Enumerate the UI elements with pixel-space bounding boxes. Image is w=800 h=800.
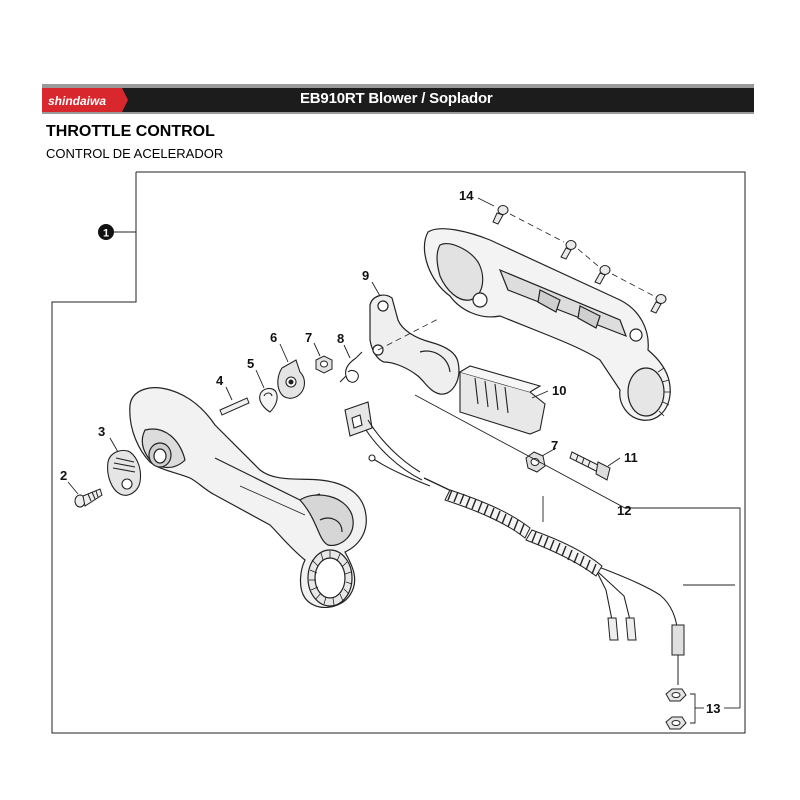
callout-7a: 7 <box>305 330 312 345</box>
handle-cover <box>423 228 671 421</box>
callout-5: 5 <box>247 356 254 371</box>
callout-10: 10 <box>552 383 566 398</box>
logo-text: shindaiwa <box>48 94 106 108</box>
callout-13: 13 <box>706 701 720 716</box>
header-bottom-line <box>42 112 754 114</box>
part-7-nut-upper <box>315 355 333 374</box>
header-title: EB910RT Blower / Soplador <box>300 90 493 107</box>
callout-2: 2 <box>60 468 67 483</box>
part-13-nuts <box>665 688 687 730</box>
assembly-badge-label: 1 <box>103 228 109 240</box>
diagram-frame <box>51 171 746 734</box>
handle-cover-knurl <box>657 367 671 417</box>
assembly-badge <box>98 224 114 240</box>
callout-labels: 2 3 4 5 6 7 8 9 10 7 11 12 13 14 <box>60 188 720 716</box>
callout-14: 14 <box>459 188 474 203</box>
screw-14-c <box>594 265 611 285</box>
harness-connectors <box>607 617 685 685</box>
part-2-screw <box>74 488 103 508</box>
harness-sleeve-coils <box>444 489 603 577</box>
callout-4: 4 <box>216 373 224 388</box>
callout-3: 3 <box>98 424 105 439</box>
header-band <box>42 88 754 112</box>
part-8-spring <box>339 351 363 383</box>
screw-axis-lines <box>377 213 655 351</box>
section-subtitle: CONTROL DE ACELERADOR <box>46 146 224 161</box>
part-5-bushing <box>259 387 278 413</box>
callout-7b: 7 <box>551 438 558 453</box>
nut-13-b <box>665 716 687 730</box>
part-11-bolt <box>569 451 611 481</box>
screw-14-b <box>560 240 577 260</box>
part-14-screws <box>492 205 667 314</box>
logo-badge <box>42 88 128 112</box>
header-top-line <box>42 84 754 88</box>
header-bar <box>42 84 754 114</box>
part-7-nut-lower <box>525 451 546 473</box>
handle-housing <box>129 387 367 608</box>
callout-11: 11 <box>624 450 638 465</box>
callout-8: 8 <box>337 331 344 346</box>
handle-wheel-knurl <box>309 551 353 606</box>
section-title: THROTTLE CONTROL <box>46 123 215 140</box>
screw-14-d <box>650 294 667 314</box>
harness-coil-marks <box>447 489 597 575</box>
part-9-throttle-trigger <box>369 294 460 395</box>
callout-9: 9 <box>362 268 369 283</box>
callout-6: 6 <box>270 330 277 345</box>
part-6-cam <box>277 359 306 399</box>
screw-14-a <box>492 205 509 225</box>
nut-13-a <box>665 688 687 702</box>
part-4-pin <box>219 397 250 416</box>
leader-lines <box>67 197 741 724</box>
shindaiwa-logo: shindaiwa <box>42 88 128 112</box>
part-10-switch <box>459 365 546 435</box>
part-3-lock-button <box>107 449 142 496</box>
callout-12: 12 <box>617 503 631 518</box>
